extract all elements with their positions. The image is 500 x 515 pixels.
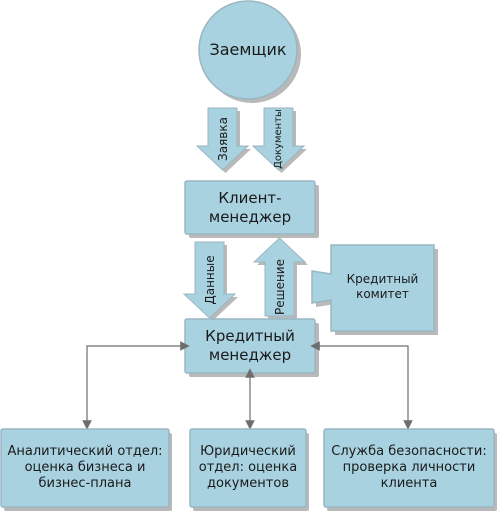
- documents-label: Документы: [272, 109, 284, 169]
- decision-label: Решение: [272, 259, 287, 316]
- connector-security: [310, 341, 413, 430]
- legal-label: Юридический отдел: оценка документов: [198, 443, 298, 492]
- client-manager-label: Клиент- менеджер: [208, 188, 292, 226]
- borrower-label: Заемщик: [209, 40, 287, 59]
- application-arrow: [195, 107, 251, 173]
- credit-manager-label: Кредитный менеджер: [205, 327, 295, 364]
- analytics-node: [0, 428, 172, 511]
- application-label: Заявка: [215, 117, 230, 161]
- credit-committee-label: Кредитный комитет: [346, 272, 419, 301]
- connector-analytics: [82, 341, 190, 430]
- security-node: [323, 428, 497, 511]
- credit-manager-node: [184, 318, 319, 377]
- data-arrow: [182, 241, 238, 321]
- decision-arrow: [252, 237, 308, 319]
- data-label: Данные: [202, 255, 217, 305]
- credit-committee-node: [311, 244, 438, 335]
- security-label: Служба безопасности: проверка личности к…: [331, 443, 487, 492]
- documents-arrow: [251, 107, 307, 173]
- legal-node: [189, 428, 309, 511]
- borrower-node: [198, 0, 301, 103]
- analytics-label: Аналитический отдел: оценка бизнеса и би…: [7, 443, 163, 492]
- client-manager-node: [184, 180, 319, 238]
